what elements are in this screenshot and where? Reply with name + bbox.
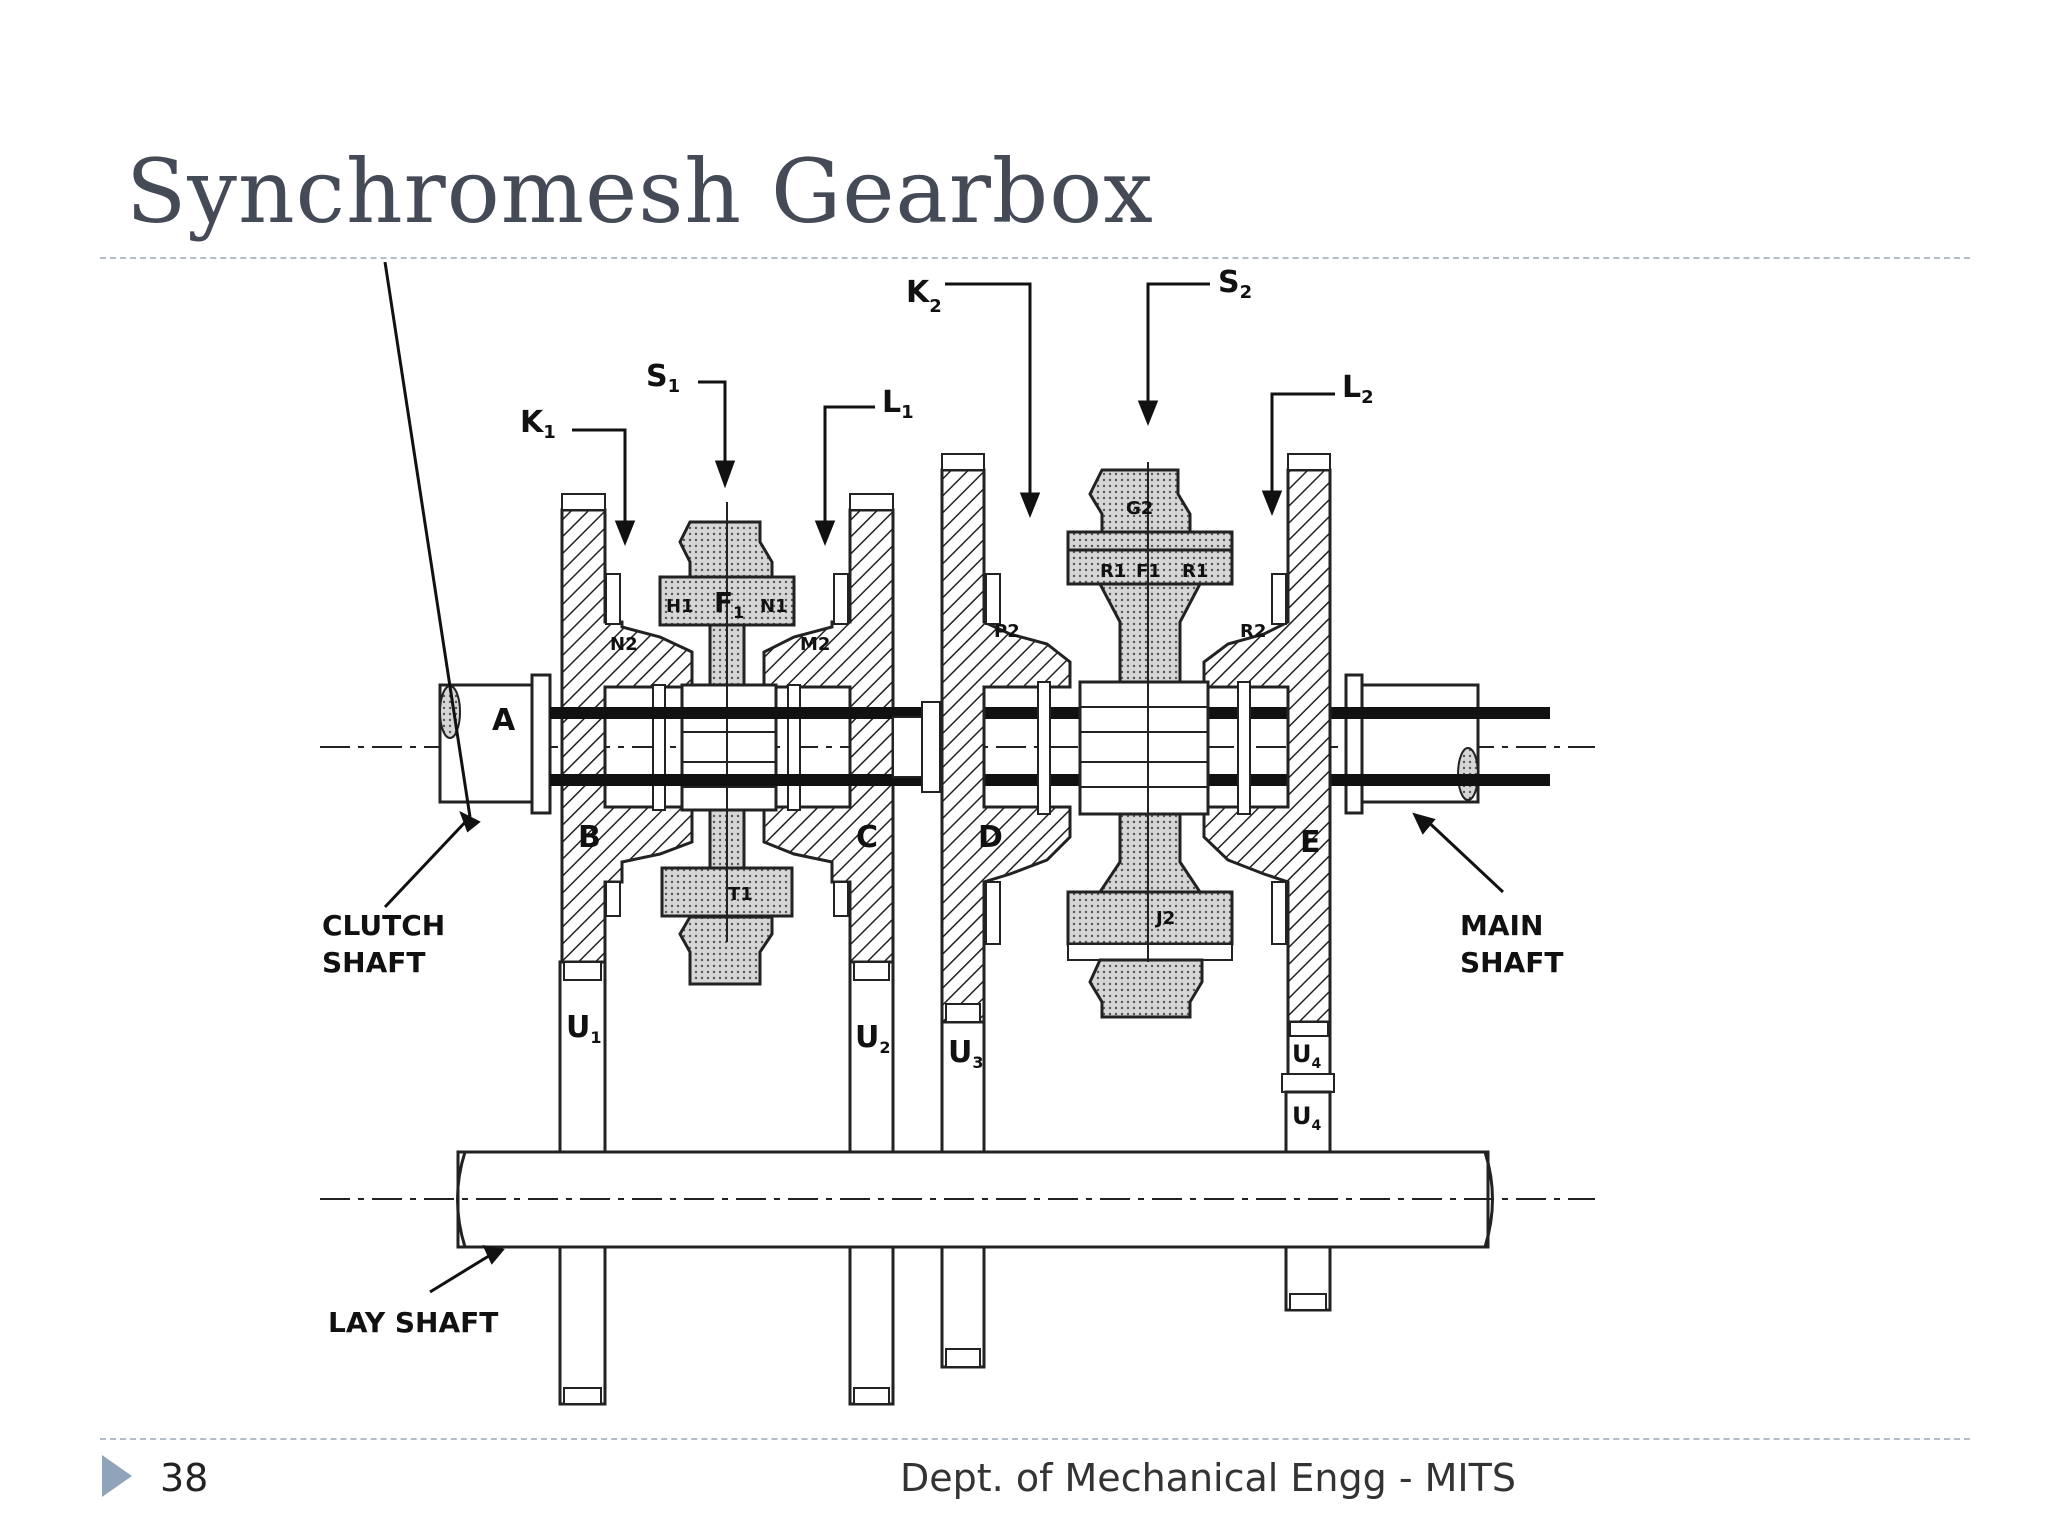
synchro-unit-1 xyxy=(652,502,801,986)
label-l1: L1 xyxy=(882,385,914,423)
label-main-shaft-1: MAIN xyxy=(1460,909,1543,942)
label-a: A xyxy=(492,703,516,738)
label-g2: G2 xyxy=(1126,498,1153,519)
label-u4-top: U4 xyxy=(1292,1040,1322,1072)
label-r1-right: R1 xyxy=(1182,561,1208,582)
main-shaft xyxy=(1344,673,1480,815)
label-u3: U3 xyxy=(948,1035,984,1072)
title-divider xyxy=(100,257,1970,259)
label-u1: U1 xyxy=(566,1010,602,1047)
diagram-labels: K1 S1 L1 K2 S2 L2 A B C D E F1 H1 N1 N2 … xyxy=(322,265,1564,1339)
label-c: C xyxy=(856,820,878,855)
label-e: E xyxy=(1300,825,1321,860)
label-p2: P2 xyxy=(994,621,1020,642)
label-t1: T1 xyxy=(728,884,753,905)
gear-d xyxy=(940,453,1072,1024)
label-s2: S2 xyxy=(1218,265,1252,303)
synchro-unit-2 xyxy=(1037,462,1251,1019)
label-f1-small: F1 xyxy=(1136,561,1161,582)
label-main-shaft-2: SHAFT xyxy=(1460,946,1564,979)
label-r2: R2 xyxy=(1240,621,1266,642)
label-k2: K2 xyxy=(906,275,942,317)
label-k1: K1 xyxy=(520,405,556,443)
label-n1: N1 xyxy=(760,596,788,617)
label-h1: H1 xyxy=(666,596,694,617)
label-u4-bottom: U4 xyxy=(1292,1102,1322,1134)
label-lay-shaft: LAY SHAFT xyxy=(328,1306,498,1339)
label-u2: U2 xyxy=(855,1020,891,1057)
footer-divider xyxy=(100,1438,1970,1440)
leader-lines xyxy=(383,262,1505,1294)
label-n2: N2 xyxy=(610,634,638,655)
label-r1-left: R1 xyxy=(1100,561,1126,582)
gearbox-diagram: K1 S1 L1 K2 S2 L2 A B C D E F1 H1 N1 N2 … xyxy=(320,262,1595,1406)
label-f1: F1 xyxy=(714,586,744,622)
footer-department: Dept. of Mechanical Engg - MITS xyxy=(900,1456,1516,1500)
label-l2: L2 xyxy=(1342,370,1374,408)
clutch-shaft xyxy=(438,673,552,815)
label-d: D xyxy=(978,820,1003,855)
lay-shaft xyxy=(320,1150,1595,1249)
gear-b xyxy=(560,493,694,964)
label-m2: M2 xyxy=(800,634,830,655)
label-clutch-shaft-2: SHAFT xyxy=(322,946,426,979)
slide-title: Synchromesh Gearbox xyxy=(126,140,1154,243)
label-s1: S1 xyxy=(646,359,680,397)
slide-number: 38 xyxy=(160,1456,209,1500)
label-clutch-shaft-1: CLUTCH xyxy=(322,909,445,942)
label-j2: J2 xyxy=(1154,908,1175,929)
label-b: B xyxy=(578,820,601,855)
triangle-bullet-icon xyxy=(102,1455,132,1497)
